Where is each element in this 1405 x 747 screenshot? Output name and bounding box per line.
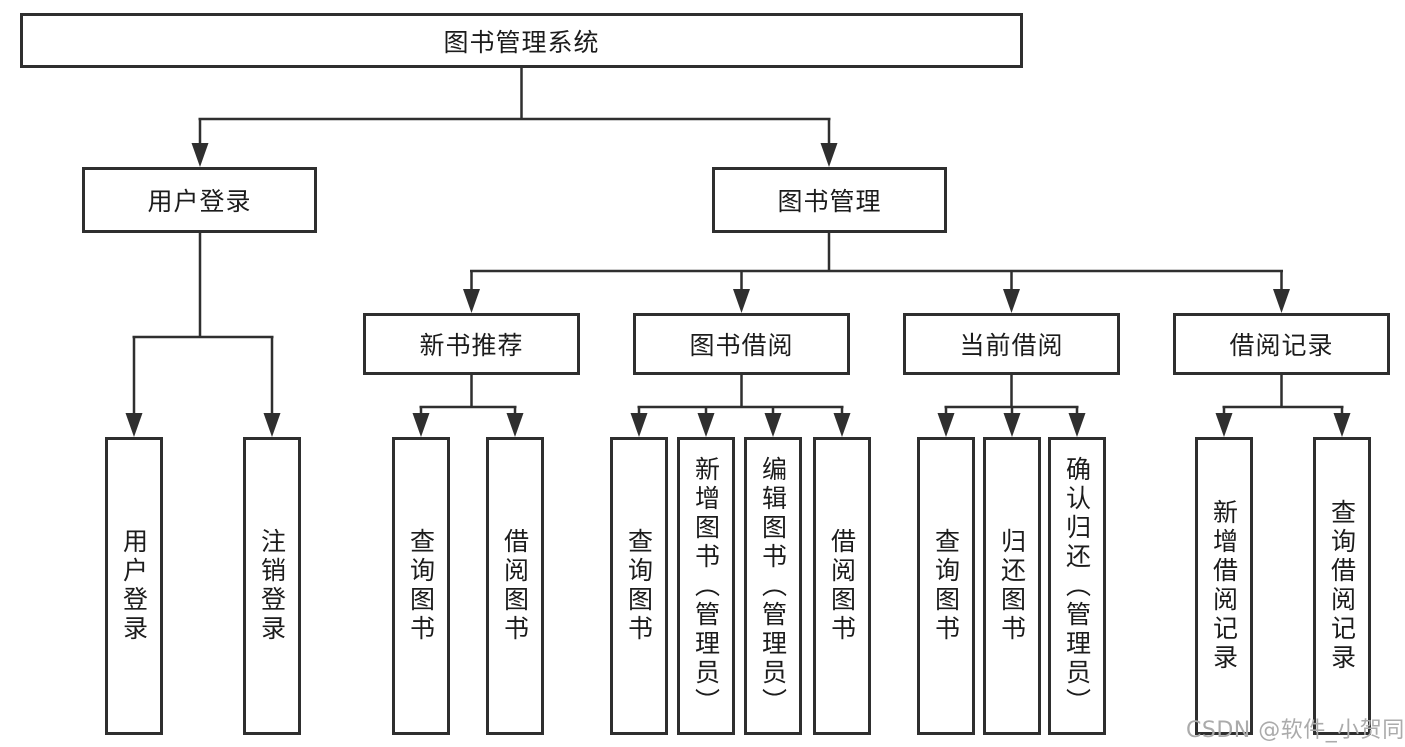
- leaf-query-books-recommend: 查询图书: [392, 437, 450, 735]
- leaf-user-login: 用户登录: [105, 437, 163, 735]
- node-current-borrow: 当前借阅: [903, 313, 1120, 375]
- arrowheads: [125, 143, 1351, 437]
- node-borrow-records: 借阅记录: [1173, 313, 1390, 375]
- leaf-add-books-admin: 新增图书（管理员）: [677, 437, 735, 735]
- node-user-login: 用户登录: [82, 167, 317, 233]
- node-new-book-recommend: 新书推荐: [363, 313, 580, 375]
- leaf-query-borrow-record: 查询借阅记录: [1313, 437, 1371, 735]
- leaf-add-borrow-record: 新增借阅记录: [1195, 437, 1253, 735]
- leaf-edit-books-admin: 编辑图书（管理员）: [744, 437, 802, 735]
- leaf-borrow-books: 借阅图书: [813, 437, 871, 735]
- node-root-system: 图书管理系统: [20, 13, 1023, 68]
- leaf-query-books-borrow: 查询图书: [610, 437, 668, 735]
- leaf-logout: 注销登录: [243, 437, 301, 735]
- leaf-confirm-return-admin: 确认归还（管理员）: [1048, 437, 1106, 735]
- leaf-query-books-current: 查询图书: [917, 437, 975, 735]
- leaf-borrow-books-recommend: 借阅图书: [486, 437, 544, 735]
- csdn-watermark: CSDN @软件_小贺同学: [1186, 718, 1405, 743]
- leaf-return-books: 归还图书: [983, 437, 1041, 735]
- node-book-management: 图书管理: [712, 167, 947, 233]
- node-book-borrow: 图书借阅: [633, 313, 850, 375]
